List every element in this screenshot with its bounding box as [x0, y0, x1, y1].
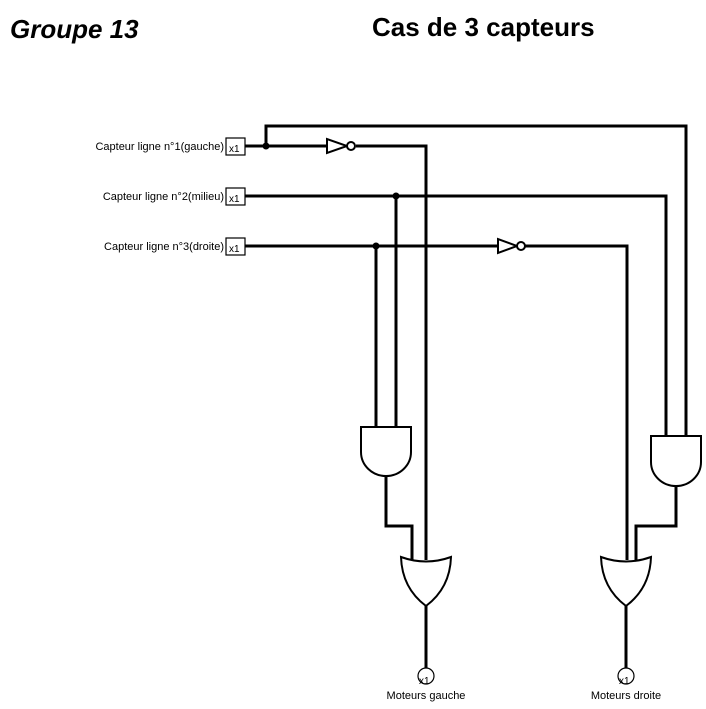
output-pin-right-motors[interactable]: x1: [617, 667, 635, 687]
junction-dot: [392, 192, 400, 200]
output-pin-tag: x1: [619, 676, 630, 687]
input-label-sensor-1: Capteur ligne n°1(gauche): [95, 141, 224, 153]
wire-sensor-1: [245, 124, 688, 560]
junction-dot: [372, 242, 380, 250]
output-label-left-motors: Moteurs gauche: [386, 690, 466, 702]
input-pin-tag: x1: [229, 244, 240, 255]
group-title: Groupe 13: [10, 14, 139, 44]
input-label-sensor-3: Capteur ligne n°3(droite): [104, 241, 224, 253]
junction-dot: [262, 142, 270, 150]
input-label-sensor-2: Capteur ligne n°2(milieu): [102, 191, 224, 203]
input-pin-sensor-3[interactable]: x1: [225, 237, 246, 256]
not-gate-sensor-1: [326, 137, 356, 155]
input-pin-sensor-1[interactable]: x1: [225, 137, 246, 156]
input-pin-sensor-2[interactable]: x1: [225, 187, 246, 206]
wire-sensor-3: [245, 244, 629, 560]
input-pin-tag: x1: [229, 194, 240, 205]
case-title: Cas de 3 capteurs: [372, 12, 595, 42]
wire-and-left-to-or-left: [384, 476, 414, 560]
wire-sensor-2: [245, 194, 668, 436]
output-label-right-motors: Moteurs droite: [590, 690, 662, 702]
input-pin-tag: x1: [229, 144, 240, 155]
or-gate-left: [399, 555, 453, 608]
wire-and-right-to-or-right: [634, 486, 678, 560]
and-gate-right: [650, 435, 702, 487]
and-gate-left: [360, 426, 412, 477]
or-gate-right: [599, 555, 653, 608]
output-pin-left-motors[interactable]: x1: [417, 667, 435, 687]
output-pin-tag: x1: [419, 676, 430, 687]
not-gate-sensor-3: [497, 237, 526, 255]
